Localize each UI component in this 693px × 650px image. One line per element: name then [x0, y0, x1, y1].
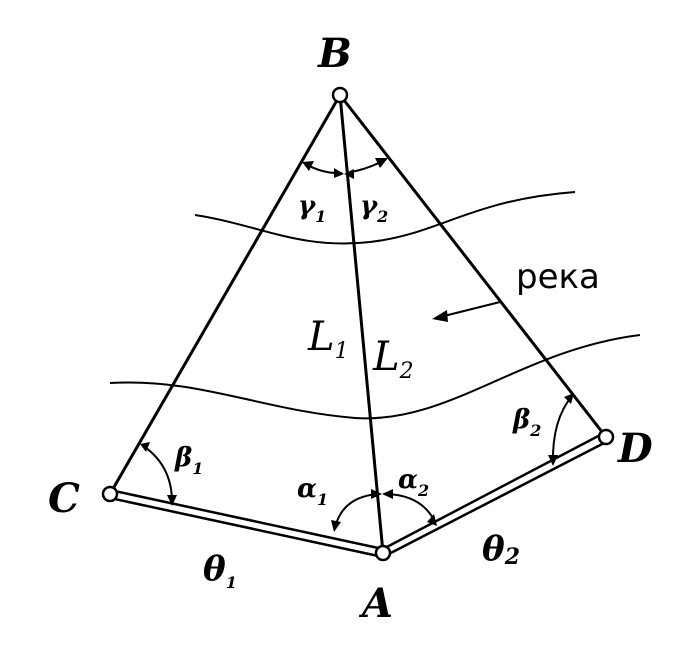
point-label-D: D — [617, 425, 653, 472]
station-B — [331, 86, 349, 104]
angle-label-gamma2: γ2 — [360, 191, 388, 226]
angle-label-alpha2: α2 — [398, 465, 429, 500]
river-flow-arrow — [432, 301, 501, 322]
arc-alpha1 — [334, 493, 379, 529]
line-B-A — [338, 94, 385, 554]
arrowheads — [140, 158, 574, 532]
distance-label-L1: L1 — [307, 314, 349, 364]
line-B-C — [108, 94, 342, 495]
point-label-A: A — [358, 580, 393, 627]
river-label: река — [516, 257, 600, 297]
base-label-b2: θ2 — [482, 529, 520, 570]
angle-label-alpha1: α1 — [297, 474, 328, 509]
angle-label-beta1: β1 — [174, 443, 203, 478]
river-bank-upper — [194, 191, 576, 245]
station-D — [597, 428, 615, 446]
station-C — [101, 485, 119, 503]
arc-beta1 — [141, 444, 173, 503]
distance-label-L2: L2 — [372, 334, 414, 384]
angle-label-gamma1: γ1 — [298, 191, 326, 226]
base-C-A — [109, 488, 384, 559]
base-label-b1: θ1 — [203, 549, 237, 592]
point-label-C: C — [48, 475, 80, 522]
line-B-D — [338, 94, 608, 438]
base-A-D — [382, 431, 609, 559]
point-label-B: B — [317, 30, 352, 77]
arc-beta2 — [551, 395, 573, 464]
station-A — [374, 544, 392, 562]
angle-label-beta2: β2 — [512, 405, 541, 440]
